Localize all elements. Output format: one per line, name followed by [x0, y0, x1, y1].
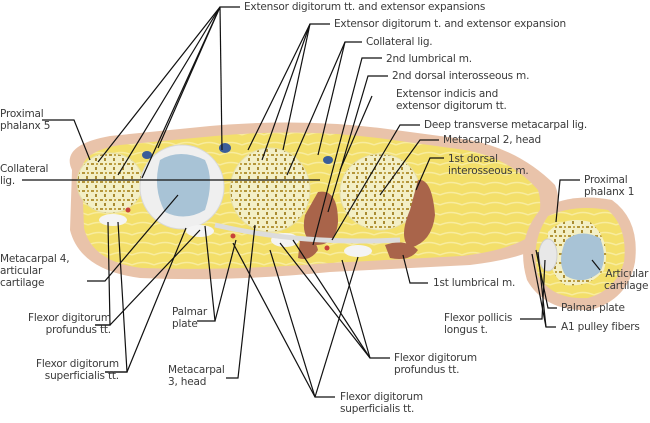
dorsal-vein [142, 151, 152, 159]
label-deep-transverse-metacarpal-lig: Deep transverse metacarpal lig. [424, 119, 588, 131]
deep-transverse-lig [214, 222, 401, 244]
label-extensor-indicis: Extensor indicis and extensor digitorum … [396, 88, 507, 112]
label-a1-pulley-fibers: A1 pulley fibers [561, 321, 640, 333]
thumb-palmar-plate [538, 238, 558, 272]
lumbrical-1-muscle [385, 242, 418, 259]
proximal-phalanx-5-bone [76, 152, 144, 214]
thumb-articular-cartilage [561, 233, 604, 281]
fdp-fds-tendon-5 [99, 214, 127, 226]
label-2nd-lumbrical: 2nd lumbrical m. [386, 53, 472, 65]
label-2nd-dorsal-interosseous: 2nd dorsal interosseous m. [392, 70, 530, 82]
metacarpal-3-bone [229, 147, 311, 233]
metacarpal-4-cartilage [156, 154, 210, 217]
label-fds-right: Flexor digitorum superficialis tt. [340, 391, 423, 415]
label-proximal-phalanx-5: Proximal phalanx 5 [0, 108, 51, 132]
dorsal-vein [323, 156, 333, 164]
label-extensor-digitorum-tt: Extensor digitorum tt. and extensor expa… [244, 1, 486, 13]
label-metacarpal-4: Metacarpal 4, articular cartilage [0, 253, 70, 289]
label-fdp-left: Flexor digitorum profundus tt. [28, 312, 111, 336]
label-proximal-phalanx-1: Proximal phalanx 1 [584, 174, 635, 198]
leader-lines [22, 6, 601, 398]
digital-artery [230, 233, 236, 239]
digital-artery [324, 245, 330, 251]
label-flexor-pollicis-longus: Flexor pollicis longus t. [444, 312, 513, 336]
fdp-fds-tendon-2 [344, 245, 372, 257]
label-1st-dorsal-interosseous: 1st dorsal interosseous m. [448, 153, 529, 177]
label-fdp-right: Flexor digitorum profundus tt. [394, 352, 477, 376]
dorsal-interosseous-1-muscle [404, 179, 435, 248]
digital-artery [125, 207, 131, 213]
dorsal-vein [219, 143, 231, 153]
label-palmar-plate-mid: Palmar plate [172, 306, 207, 330]
label-extensor-digitorum-t: Extensor digitorum t. and extensor expan… [334, 18, 566, 30]
label-metacarpal-3-head: Metacarpal 3, head [168, 364, 225, 388]
label-collateral-lig-left: Collateral lig. [0, 163, 49, 187]
label-articular-cartilage: Articular cartilage [604, 268, 649, 292]
label-fds-left: Flexor digitorum superficialis tt. [36, 358, 119, 382]
dorsal-interosseous-2-muscle [303, 191, 338, 245]
label-collateral-lig-top: Collateral lig. [366, 36, 433, 48]
label-1st-lumbrical: 1st lumbrical m. [433, 277, 516, 289]
label-palmar-plate-thumb: Palmar plate [561, 302, 625, 314]
label-metacarpal-2-head: Metacarpal 2, head [443, 134, 541, 146]
fdp-fds-tendon-4 [186, 225, 214, 237]
